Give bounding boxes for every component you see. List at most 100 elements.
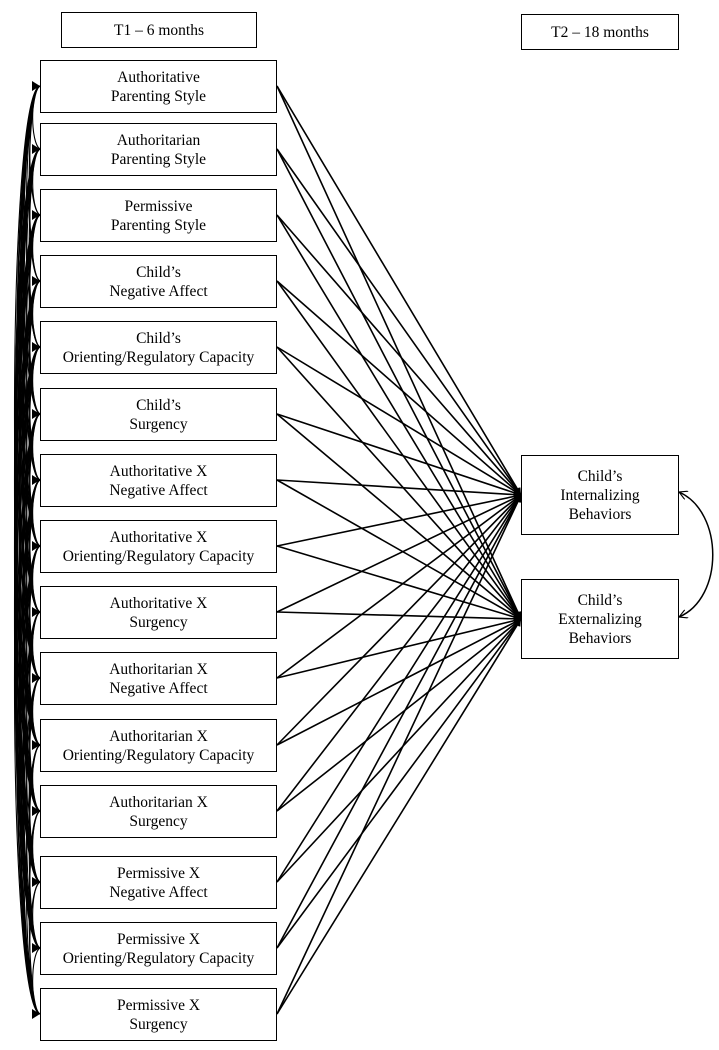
box-child-internalizing-behaviors: Child’s Internalizing Behaviors <box>521 455 679 535</box>
box-line-1: Authoritarian <box>116 131 201 149</box>
box-line-1: Child’s <box>577 467 623 485</box>
covariance-arrowhead-7 <box>32 475 40 485</box>
box-line-2: Surgency <box>129 613 188 631</box>
box-child-negative-affect: Child’s Negative Affect <box>40 255 277 308</box>
box-line-3: Behaviors <box>568 629 632 647</box>
box-line-1: Authoritarian X <box>109 793 208 811</box>
box-line-1: Child’s <box>136 263 181 281</box>
covariance-arrowhead-2 <box>32 144 40 154</box>
box-line-1: Authoritative X <box>109 462 208 480</box>
path-arrow-6-to-externalizing <box>276 413 522 620</box>
box-line-2: Negative Affect <box>109 282 208 300</box>
box-permissive-x-orienting-regulatory-capacity: Permissive X Orienting/Regulatory Capaci… <box>40 922 277 975</box>
path-arrow-8-to-externalizing <box>276 545 522 621</box>
t2-time-label-text: T2 – 18 months <box>551 23 649 41</box>
box-child-surgency: Child’s Surgency <box>40 388 277 441</box>
box-line-1: Child’s <box>577 591 623 609</box>
path-arrow-2-to-externalizing <box>276 148 522 620</box>
covariance-arrowhead-12 <box>32 806 40 816</box>
regression-paths <box>276 85 522 1015</box>
path-arrow-14-to-externalizing <box>276 618 522 949</box>
covariance-arc-10-15 <box>22 677 41 1015</box>
box-line-2: Negative Affect <box>109 481 208 499</box>
covariance-arrowhead-6 <box>32 409 40 419</box>
outcome-covariance-arc <box>679 492 714 617</box>
covariance-arrowhead-1 <box>32 81 40 91</box>
path-arrow-12-to-externalizing <box>276 618 522 812</box>
path-arrow-2-to-internalizing <box>276 148 522 496</box>
box-permissive-parenting-style: Permissive Parenting Style <box>40 189 277 242</box>
box-line-2: Externalizing <box>558 610 642 628</box>
box-authoritative-x-surgency: Authoritative X Surgency <box>40 586 277 639</box>
covariance-arrowhead-4 <box>32 276 40 286</box>
box-line-1: Authoritative X <box>109 528 208 546</box>
covariance-arrowhead-14 <box>32 943 40 953</box>
box-line-1: Child’s <box>136 329 181 347</box>
box-authoritarian-parenting-style: Authoritarian Parenting Style <box>40 123 277 176</box>
path-arrow-4-to-externalizing <box>276 280 522 620</box>
box-child-externalizing-behaviors: Child’s Externalizing Behaviors <box>521 579 679 659</box>
box-line-2: Orienting/Regulatory Capacity <box>62 949 255 967</box>
path-arrow-7-to-internalizing <box>276 479 522 499</box>
path-arrow-13-to-externalizing <box>276 618 522 883</box>
path-arrow-10-to-externalizing <box>276 617 522 679</box>
path-arrow-11-to-internalizing <box>276 494 522 746</box>
box-line-1: Permissive X <box>116 996 201 1014</box>
box-line-1: Permissive X <box>116 864 201 882</box>
box-authoritarian-x-surgency: Authoritarian X Surgency <box>40 785 277 838</box>
box-line-2: Parenting Style <box>110 87 207 105</box>
covariance-arrowhead-5 <box>32 342 40 352</box>
covariance-arrowhead-10 <box>32 673 40 683</box>
covariance-arrowhead-13 <box>32 877 40 887</box>
path-arrow-7-to-externalizing <box>276 479 522 620</box>
box-line-1: Authoritarian X <box>109 660 208 678</box>
path-arrow-15-to-externalizing <box>276 618 522 1015</box>
box-line-1: Permissive <box>124 197 193 215</box>
path-arrow-9-to-externalizing <box>276 611 522 623</box>
box-line-2: Negative Affect <box>109 679 208 697</box>
box-line-2: Orienting/Regulatory Capacity <box>62 348 255 366</box>
box-authoritarian-x-orienting-regulatory-capacity: Authoritarian X Orienting/Regulatory Cap… <box>40 719 277 772</box>
box-line-2: Surgency <box>129 415 188 433</box>
path-arrow-13-to-internalizing <box>276 494 522 883</box>
box-authoritarian-x-negative-affect: Authoritarian X Negative Affect <box>40 652 277 705</box>
box-line-2: Negative Affect <box>109 883 208 901</box>
covariance-arrowhead-11 <box>32 740 40 750</box>
covariance-arrowhead-9 <box>32 607 40 617</box>
t2-time-label: T2 – 18 months <box>521 14 679 50</box>
box-line-2: Internalizing <box>560 486 640 504</box>
path-arrow-9-to-internalizing <box>276 494 522 613</box>
box-child-orienting-regulatory-capacity: Child’s Orienting/Regulatory Capacity <box>40 321 277 374</box>
box-line-2: Orienting/Regulatory Capacity <box>62 746 255 764</box>
box-line-2: Orienting/Regulatory Capacity <box>62 547 255 565</box>
covariance-arrowhead-3 <box>32 210 40 220</box>
path-arrow-1-to-internalizing <box>276 85 522 496</box>
path-arrow-3-to-externalizing <box>276 214 522 620</box>
path-arrow-10-to-internalizing <box>276 494 522 679</box>
covariance-arrowhead-8 <box>32 541 40 551</box>
box-permissive-x-negative-affect: Permissive X Negative Affect <box>40 856 277 909</box>
path-arrow-6-to-internalizing <box>276 413 522 497</box>
box-line-1: Child’s <box>136 396 181 414</box>
box-line-2: Surgency <box>129 812 188 830</box>
box-authoritative-x-orienting-regulatory-capacity: Authoritative X Orienting/Regulatory Cap… <box>40 520 277 573</box>
path-arrow-8-to-internalizing <box>276 493 522 547</box>
path-arrow-15-to-internalizing <box>276 494 522 1015</box>
path-arrow-5-to-externalizing <box>276 346 522 620</box>
box-permissive-x-surgency: Permissive X Surgency <box>40 988 277 1041</box>
box-line-1: Authoritarian X <box>109 727 208 745</box>
box-authoritative-x-negative-affect: Authoritative X Negative Affect <box>40 454 277 507</box>
path-arrow-11-to-externalizing <box>276 618 522 746</box>
box-line-1: Permissive X <box>116 930 201 948</box>
path-arrow-3-to-internalizing <box>276 214 522 496</box>
path-arrow-14-to-internalizing <box>276 494 522 949</box>
covariance-arc-14-15 <box>32 947 41 1015</box>
path-arrow-12-to-internalizing <box>276 494 522 812</box>
covariance-arrowhead-15 <box>32 1009 40 1019</box>
t1-time-label-text: T1 – 6 months <box>114 21 204 39</box>
box-line-1: Authoritative X <box>109 594 208 612</box>
box-line-2: Surgency <box>129 1015 188 1033</box>
predictor-covariance-arcs <box>13 81 41 1019</box>
